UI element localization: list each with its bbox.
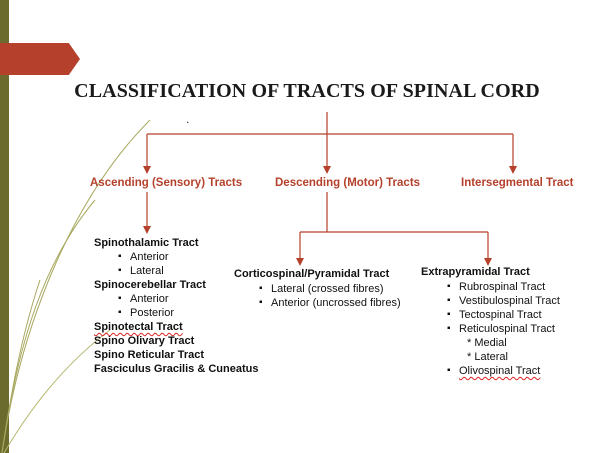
- spinothalamic-tract: Spinothalamic Tract: [94, 237, 199, 249]
- corticospinal-anterior: Anterior (uncrossed fibres): [259, 296, 411, 310]
- fasciculus-tract: Fasciculus Gracilis & Cuneatus: [94, 363, 259, 375]
- tectospinal-tract: Tectospinal Tract: [447, 308, 560, 322]
- corticospinal-lateral: Lateral (crossed fibres): [259, 282, 411, 296]
- spinocerebellar-tract: Spinocerebellar Tract: [94, 279, 206, 291]
- reticulospinal-medial: * Medial: [467, 337, 507, 349]
- vestibulospinal-tract: Vestibulospinal Tract: [447, 294, 560, 308]
- spino-reticular-tract: Spino Reticular Tract: [94, 349, 205, 361]
- spinocerebellar-anterior: Anterior: [94, 292, 258, 306]
- reticulospinal-lateral: * Lateral: [467, 351, 508, 363]
- left-decorative-bar: [0, 0, 9, 453]
- extrapyramidal-list: Rubrospinal Tract Vestibulospinal Tract …: [447, 280, 560, 378]
- olivospinal-tract: Olivospinal Tract: [447, 364, 560, 378]
- rubrospinal-tract: Rubrospinal Tract: [447, 280, 560, 294]
- spinocerebellar-posterior: Posterior: [94, 306, 258, 320]
- spinotectal-tract: Spinotectal Tract: [94, 321, 183, 333]
- category-intersegmental: Intersegmental Tract: [461, 177, 574, 189]
- spinothalamic-anterior: Anterior: [94, 250, 258, 264]
- category-descending: Descending (Motor) Tracts: [275, 177, 421, 189]
- page-title: CLASSIFICATION OF TRACTS OF SPINAL CORD: [74, 80, 540, 102]
- spino-olivary-tract: Spino Olivary Tract: [94, 335, 195, 347]
- ascending-list: Spinothalamic Tract Anterior Lateral Spi…: [94, 236, 258, 376]
- stray-dot: .: [186, 112, 190, 126]
- spinothalamic-lateral: Lateral: [94, 264, 258, 278]
- extrapyramidal-tract: Extrapyramidal Tract: [421, 266, 530, 278]
- reticulospinal-tract: Reticulospinal Tract: [447, 322, 560, 336]
- corticospinal-list: Lateral (crossed fibres) Anterior (uncro…: [259, 282, 411, 310]
- corticospinal-tract: Corticospinal/Pyramidal Tract: [234, 268, 390, 280]
- category-ascending: Ascending (Sensory) Tracts: [90, 177, 243, 189]
- title-accent-tag: [0, 43, 80, 75]
